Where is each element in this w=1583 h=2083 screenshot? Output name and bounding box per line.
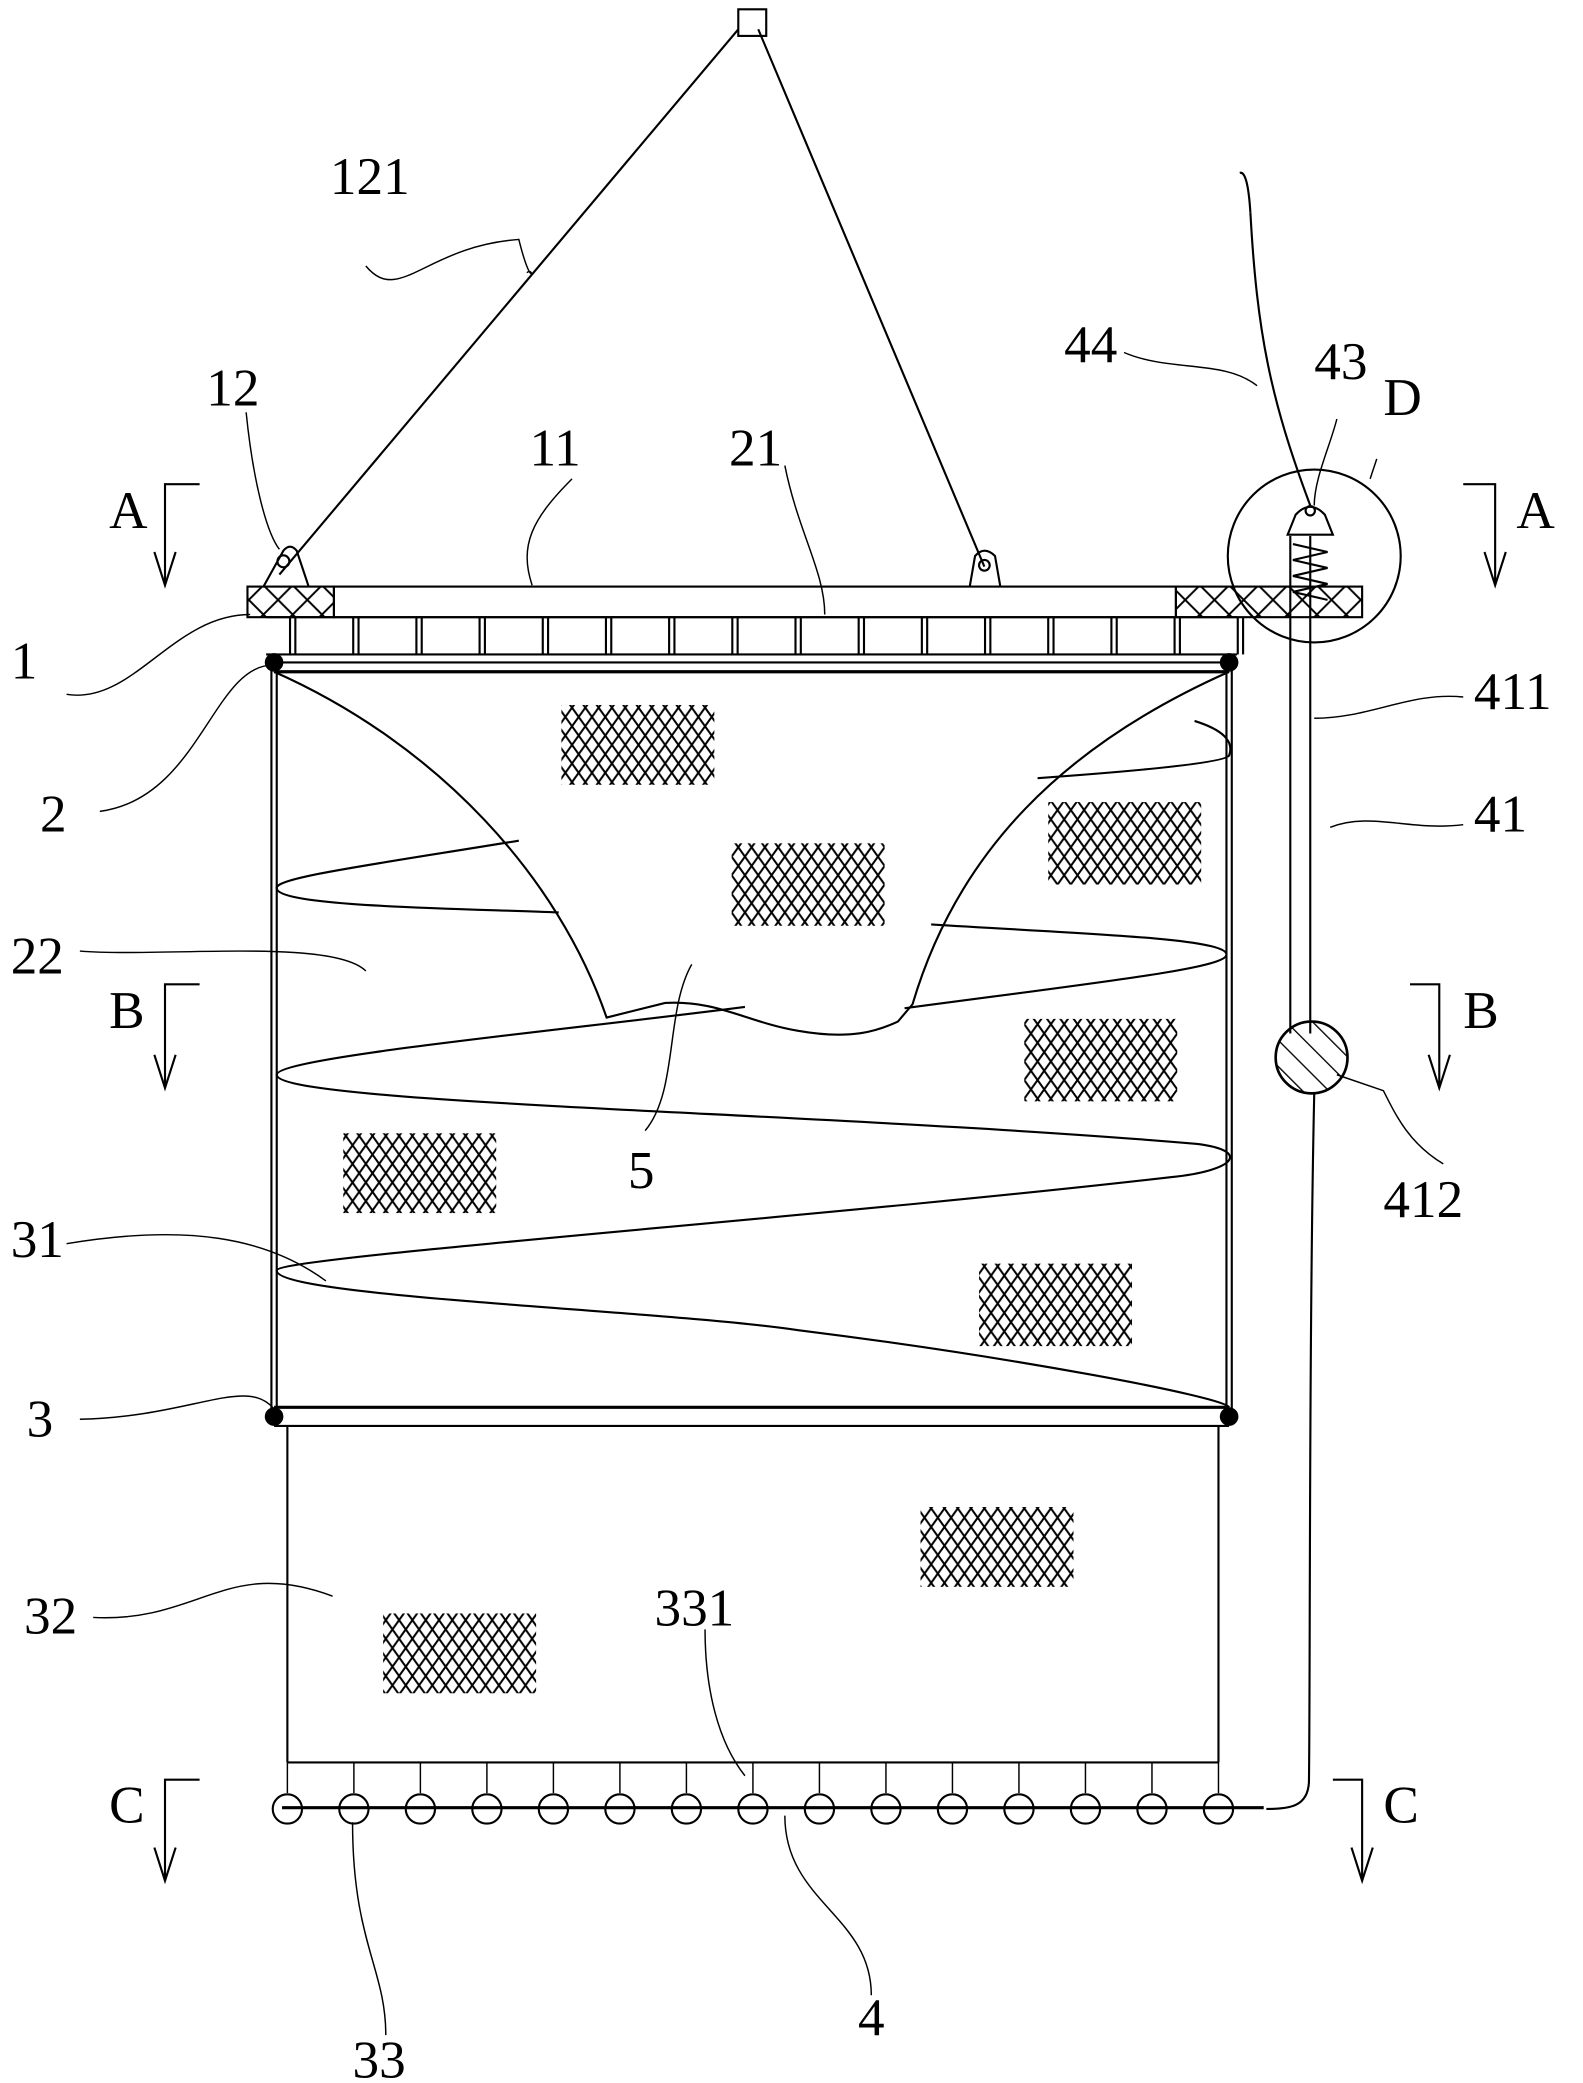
label-412: 412: [1383, 1170, 1463, 1229]
lifting-rope-right: [757, 28, 986, 568]
corner-node: [264, 653, 284, 672]
label-2: 2: [40, 784, 67, 843]
label-3: 3: [27, 1390, 54, 1449]
spiral-31: [275, 719, 1232, 1409]
bottom-rings: [271, 1762, 1235, 1825]
lifting-lug-12: [262, 545, 310, 588]
float-ring-21: [266, 616, 1245, 656]
labels: 121 12 11 21 44 43 D 1 2 411 41 22 5 412…: [11, 147, 1556, 2083]
label-121: 121: [330, 147, 410, 206]
leader-lines: [66, 238, 1464, 2036]
top-frame: [246, 545, 1364, 619]
rope-44: [1249, 212, 1312, 506]
corner-node: [1219, 1407, 1239, 1426]
label-44: 44: [1064, 315, 1117, 374]
section-A-left: A: [109, 481, 148, 540]
net-patch: [1048, 802, 1202, 885]
label-331: 331: [654, 1578, 734, 1637]
section-marks: [153, 483, 1507, 1885]
inner-cone-5: [273, 670, 1230, 1036]
lifting-apex: [278, 8, 986, 576]
section-C-left: C: [109, 1775, 144, 1834]
label-5: 5: [628, 1141, 655, 1200]
label-32: 32: [24, 1586, 77, 1645]
net-patch: [1024, 1018, 1178, 1102]
net-patch: [731, 843, 885, 926]
label-21: 21: [729, 419, 782, 478]
section-C-right: C: [1383, 1775, 1418, 1834]
label-22: 22: [11, 927, 64, 986]
label-12: 12: [206, 359, 259, 418]
weight-line-41: [1226, 171, 1402, 1811]
net-patch: [343, 1133, 497, 1214]
section-B-right: B: [1463, 981, 1498, 1040]
label-31: 31: [11, 1210, 64, 1269]
section-A-right: A: [1516, 481, 1555, 540]
weight-412: [1274, 1020, 1349, 1095]
lifting-rope-121-left: [278, 28, 740, 576]
label-11: 11: [529, 419, 580, 478]
detail-circle-D: [1226, 468, 1402, 644]
label-D: D: [1383, 368, 1421, 427]
corner-node: [1219, 653, 1239, 672]
section-B-left: B: [109, 981, 144, 1040]
net-patch: [979, 1263, 1133, 1347]
label-41: 41: [1474, 784, 1527, 843]
label-411: 411: [1474, 662, 1552, 721]
pulley-43: [1286, 505, 1335, 536]
label-43: 43: [1314, 332, 1367, 391]
lifting-lug-right: [968, 549, 1002, 587]
lower-net-32: [286, 1425, 1220, 1764]
label-4: 4: [858, 1988, 885, 2047]
net-patches: [343, 704, 1202, 1694]
corner-node-3: [264, 1407, 284, 1426]
spring: [1292, 542, 1328, 601]
upper-net-body: [264, 653, 1239, 1427]
net-patch: [383, 1613, 537, 1694]
label-1: 1: [11, 631, 38, 690]
label-33: 33: [353, 2031, 406, 2083]
net-patch: [561, 704, 715, 785]
net-patch: [920, 1507, 1074, 1587]
